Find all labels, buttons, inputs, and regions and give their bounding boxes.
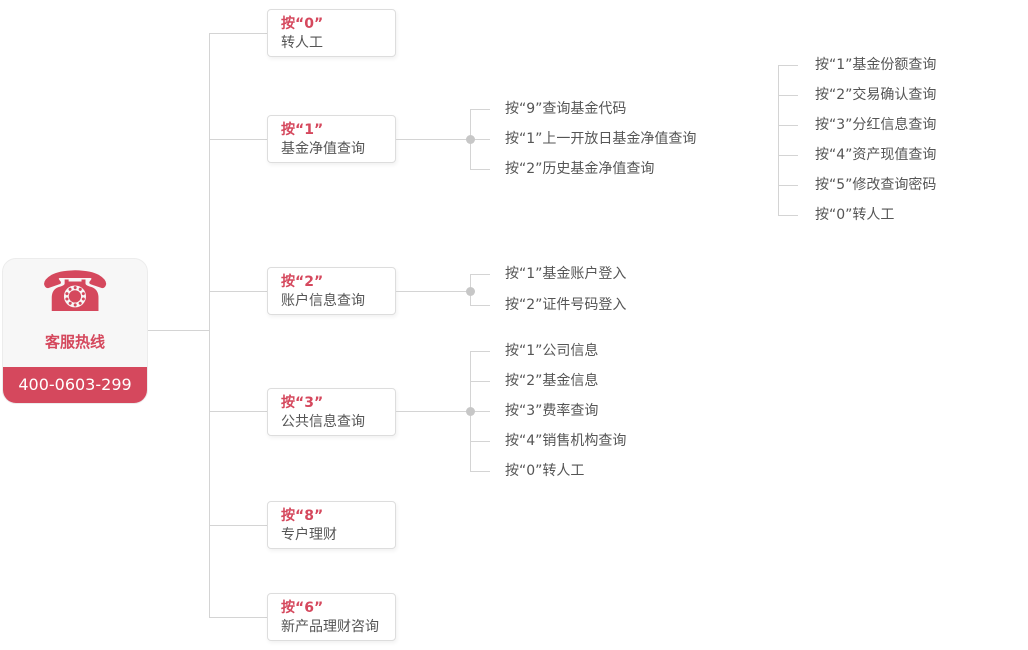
junction-dot bbox=[466, 287, 475, 296]
connector-branch-press0 bbox=[209, 33, 267, 34]
menu-item: 按“0”转人工 bbox=[505, 463, 585, 479]
connector-branch-press3 bbox=[209, 411, 267, 412]
connector-tick bbox=[778, 65, 798, 66]
connector-bracket-top-right bbox=[778, 65, 779, 216]
menu-item: 按“9”查询基金代码 bbox=[505, 101, 627, 117]
connector-tick bbox=[778, 95, 798, 96]
connector-tick bbox=[470, 169, 490, 170]
junction-dot bbox=[466, 135, 475, 144]
hotline-card: ☎ 客服热线 400-0603-299 bbox=[2, 258, 148, 404]
node-press-1: 按“1” 基金净值查询 bbox=[267, 115, 396, 163]
menu-item: 按“0”转人工 bbox=[815, 207, 895, 223]
node-press-2: 按“2” 账户信息查询 bbox=[267, 267, 396, 315]
menu-item: 按“1”基金份额查询 bbox=[815, 57, 937, 73]
connector-press2-children bbox=[396, 291, 470, 292]
node-key: 按“8” bbox=[281, 508, 324, 524]
connector-tick bbox=[778, 155, 798, 156]
connector-branch-press6 bbox=[209, 617, 267, 618]
connector-branch-press2 bbox=[209, 291, 267, 292]
connector-tick bbox=[778, 125, 798, 126]
connector-card-to-trunk bbox=[148, 330, 209, 331]
menu-item: 按“3”费率查询 bbox=[505, 403, 599, 419]
junction-dot bbox=[466, 407, 475, 416]
node-label: 转人工 bbox=[281, 35, 323, 51]
connector-tick bbox=[470, 411, 490, 412]
node-label: 基金净值查询 bbox=[281, 141, 365, 157]
menu-item: 按“1”公司信息 bbox=[505, 343, 599, 359]
menu-item: 按“4”销售机构查询 bbox=[505, 433, 627, 449]
node-key: 按“0” bbox=[281, 16, 324, 32]
connector-tick bbox=[470, 471, 490, 472]
connector-branch-press8 bbox=[209, 525, 267, 526]
connector-tick bbox=[470, 441, 490, 442]
connector-trunk bbox=[209, 33, 210, 617]
connector-press1-children bbox=[396, 139, 470, 140]
menu-item: 按“2”基金信息 bbox=[505, 373, 599, 389]
node-press-8: 按“8” 专户理财 bbox=[267, 501, 396, 549]
node-press-3: 按“3” 公共信息查询 bbox=[267, 388, 396, 436]
connector-tick bbox=[470, 381, 490, 382]
connector-tick bbox=[470, 351, 490, 352]
connector-tick bbox=[470, 109, 490, 110]
menu-item: 按“3”分红信息查询 bbox=[815, 117, 937, 133]
menu-item: 按“2”历史基金净值查询 bbox=[505, 161, 655, 177]
connector-tick bbox=[470, 139, 490, 140]
menu-item: 按“2”证件号码登入 bbox=[505, 297, 627, 313]
hotline-title: 客服热线 bbox=[44, 333, 105, 351]
node-label: 专户理财 bbox=[281, 527, 337, 543]
node-label: 新产品理财咨询 bbox=[281, 619, 379, 635]
node-key: 按“2” bbox=[281, 274, 324, 290]
menu-item: 按“2”交易确认查询 bbox=[815, 87, 937, 103]
connector-branch-press1 bbox=[209, 139, 267, 140]
connector-press3-children bbox=[396, 411, 470, 412]
connector-tick bbox=[778, 185, 798, 186]
node-key: 按“3” bbox=[281, 395, 324, 411]
telephone-icon: ☎ bbox=[40, 260, 110, 325]
menu-item: 按“5”修改查询密码 bbox=[815, 177, 937, 193]
node-key: 按“6” bbox=[281, 600, 324, 616]
node-label: 账户信息查询 bbox=[281, 293, 365, 309]
menu-item: 按“1”上一开放日基金净值查询 bbox=[505, 131, 697, 147]
hotline-phone-number: 400-0603-299 bbox=[3, 367, 147, 403]
node-label: 公共信息查询 bbox=[281, 414, 365, 430]
node-press-6: 按“6” 新产品理财咨询 bbox=[267, 593, 396, 641]
menu-item: 按“1”基金账户登入 bbox=[505, 266, 627, 282]
menu-item: 按“4”资产现值查询 bbox=[815, 147, 937, 163]
connector-tick bbox=[470, 274, 490, 275]
node-key: 按“1” bbox=[281, 122, 324, 138]
connector-tick bbox=[470, 305, 490, 306]
connector-tick bbox=[778, 215, 798, 216]
node-press-0: 按“0” 转人工 bbox=[267, 9, 396, 57]
